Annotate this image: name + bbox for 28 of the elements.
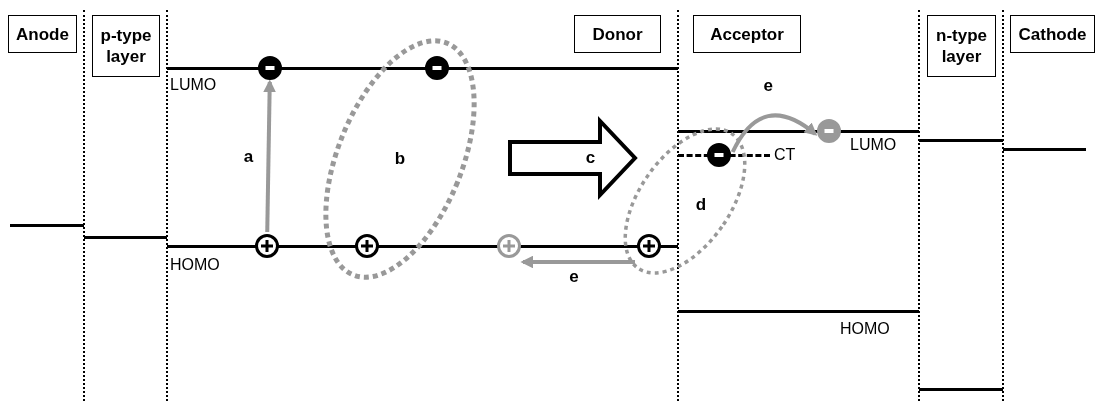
arrow	[520, 255, 635, 269]
process-letter: d	[694, 196, 708, 214]
layer-label-box: Anode	[8, 15, 77, 53]
electron-symbol	[817, 119, 841, 143]
hole-symbol	[637, 234, 661, 258]
level-label: LUMO	[850, 136, 897, 154]
hole-symbol	[497, 234, 521, 258]
layer-label-box: Cathode	[1010, 15, 1095, 53]
level-label: HOMO	[840, 320, 890, 338]
hole-symbol	[255, 234, 279, 258]
electron-symbol	[707, 143, 731, 167]
level-label: HOMO	[170, 256, 220, 274]
layer-label-box: Acceptor	[693, 15, 801, 53]
block-arrow	[508, 115, 638, 201]
arrow	[730, 113, 818, 153]
edge-label: c	[584, 149, 597, 167]
layer-label-box: p-type layer	[92, 15, 160, 77]
dotted-ellipse	[623, 127, 747, 275]
arrow	[263, 79, 276, 233]
level-label: CT	[774, 146, 796, 164]
layer-label-box: n-type layer	[927, 15, 996, 77]
level-label: LUMO	[170, 76, 217, 94]
process-letter: b	[393, 150, 407, 168]
hole-symbol	[355, 234, 379, 258]
layer-label-box: Donor	[574, 15, 661, 53]
electron-symbol	[258, 56, 282, 80]
dotted-ellipse	[324, 39, 476, 279]
electron-symbol	[425, 56, 449, 80]
